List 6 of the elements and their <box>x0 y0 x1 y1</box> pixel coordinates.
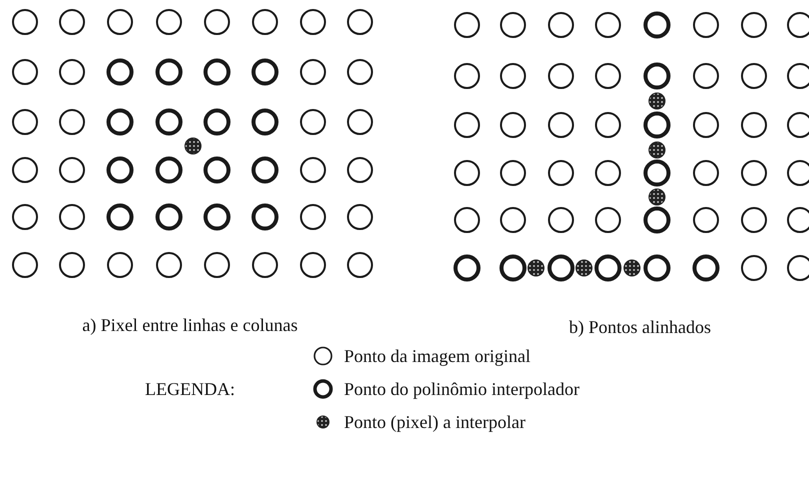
legend-title: LEGENDA: <box>145 378 235 400</box>
panel-caption: b) Pontos alinhados <box>569 316 711 338</box>
legend-text: Ponto do polinômio interpolador <box>344 378 580 400</box>
panel-caption: a) Pixel entre linhas e colunas <box>82 314 298 336</box>
legend-text: Ponto da imagem original <box>344 345 530 367</box>
legend-text: Ponto (pixel) a interpolar <box>344 411 526 433</box>
